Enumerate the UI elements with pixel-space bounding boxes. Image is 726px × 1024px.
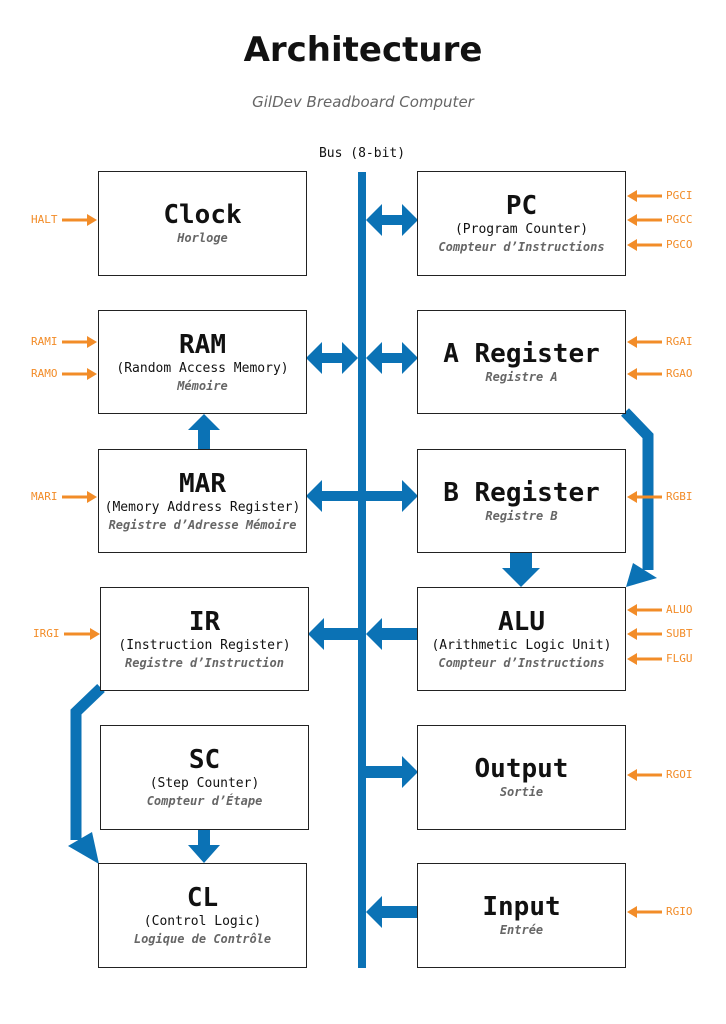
signal-label-irgi: IRGI: [33, 627, 60, 640]
ram-full: (Random Access Memory): [116, 360, 289, 376]
rgio-signal-head: [627, 906, 637, 918]
areg-fr: Registre A: [485, 369, 558, 384]
breg-fr: Registre B: [485, 508, 558, 523]
sc-full: (Step Counter): [149, 776, 260, 791]
bus-line: [358, 172, 366, 968]
mar-full: (Memory Address Register): [104, 499, 301, 515]
rgoi-signal-head: [627, 769, 637, 781]
clock-fr: Horloge: [177, 231, 228, 245]
signal-label-pgci: PGCI: [666, 189, 693, 202]
clock-name: Clock: [163, 200, 242, 230]
mar-name: MAR: [179, 468, 226, 499]
input-to-bus-arrow: [366, 896, 418, 928]
alu-fr: Compteur d’Instructions: [438, 655, 605, 670]
mar-box: MAR (Memory Address Register) Registre d…: [98, 449, 307, 553]
halt-signal-head: [87, 214, 97, 226]
clock-box: Clock Horloge: [98, 171, 307, 276]
pgcc-signal-head: [627, 214, 637, 226]
ram-box: RAM (Random Access Memory) Mémoire: [98, 310, 307, 414]
input-box: Input Entrée: [417, 863, 626, 968]
sc-to-cl-arrow: [188, 829, 220, 863]
signal-label-pgco: PGCO: [666, 238, 693, 251]
input-fr: Entrée: [499, 923, 544, 937]
ir-fr: Registre d’Instruction: [125, 655, 284, 670]
signal-label-aluo: ALUO: [666, 603, 693, 616]
signal-label-halt: HALT: [31, 213, 58, 226]
flgu-signal-head: [627, 653, 637, 665]
cl-full: (Control Logic): [143, 914, 262, 929]
pgco-signal-head: [627, 239, 637, 251]
rgao-signal-head: [627, 368, 637, 380]
bus-to-output-arrow: [366, 756, 418, 788]
irgi-signal-head: [90, 628, 100, 640]
pc-box: PC (Program Counter) Compteur d’Instruct…: [417, 171, 626, 276]
ram-fr: Mémoire: [177, 378, 228, 393]
page-title: Architecture: [243, 30, 483, 70]
mari-signal-head: [87, 491, 97, 503]
rami-signal-head: [87, 336, 97, 348]
signal-label-rgao: RGAO: [666, 367, 693, 380]
sc-fr: Compteur d’Étape: [146, 794, 263, 808]
areg-to-alu-line: [621, 408, 654, 570]
sc-name: SC: [188, 745, 221, 775]
bus-to-ir-arrow: [308, 618, 358, 650]
areg-name: A Register: [443, 338, 600, 369]
breg-box: B Register Registre B: [417, 449, 626, 553]
alu-name: ALU: [498, 606, 545, 637]
ir-to-cl-head: [68, 832, 99, 864]
areg-box: A Register Registre A: [417, 310, 626, 414]
signal-label-flgu: FLGU: [666, 652, 693, 665]
rgai-signal-head: [627, 336, 637, 348]
signal-label-ramo: RAMO: [31, 367, 58, 380]
pc-fr: Compteur d’Instructions: [438, 240, 605, 254]
pc-bus-arrow: [366, 204, 418, 236]
input-name: Input: [482, 892, 561, 922]
sc-box: SC (Step Counter) Compteur d’Étape: [100, 725, 309, 830]
signal-label-mari: MARI: [31, 490, 58, 503]
signal-label-subt: SUBT: [666, 627, 693, 640]
ir-full: (Instruction Register): [118, 637, 291, 653]
ir-name: IR: [188, 606, 221, 637]
aluo-signal-head: [627, 604, 637, 616]
output-name: Output: [474, 754, 569, 784]
signal-label-rgoi: RGOI: [666, 768, 693, 781]
signal-label-pgcc: PGCC: [666, 213, 693, 226]
ir-box: IR (Instruction Register) Registre d’Ins…: [100, 587, 309, 691]
areg-bus-arrow: [366, 342, 418, 374]
signal-label-rgai: RGAI: [666, 335, 693, 348]
subt-signal-head: [627, 628, 637, 640]
signal-label-rgio: RGIO: [666, 905, 693, 918]
alu-to-bus-arrow: [366, 618, 418, 650]
rgbi-signal-head: [627, 491, 637, 503]
ram-name: RAM: [179, 329, 226, 360]
cl-fr: Logique de Contrôle: [133, 932, 272, 946]
mar-fr: Registre d’Adresse Mémoire: [108, 517, 297, 532]
signal-label-rgbi: RGBI: [666, 490, 693, 503]
page-subtitle: GilDev Breadboard Computer: [252, 93, 474, 111]
cl-box: CL (Control Logic) Logique de Contrôle: [98, 863, 307, 968]
breg-to-alu-arrow: [502, 552, 540, 587]
output-box: Output Sortie: [417, 725, 626, 830]
pgci-signal-head: [627, 190, 637, 202]
ir-to-cl-line: [70, 684, 105, 840]
signal-arrows: [62, 190, 662, 918]
ramo-signal-head: [87, 368, 97, 380]
cl-name: CL: [186, 883, 219, 913]
signal-label-rami: RAMI: [31, 335, 58, 348]
mar-bus-breg-arrow: [306, 480, 418, 512]
mar-to-ram-arrow: [188, 414, 220, 449]
pc-name: PC: [505, 191, 538, 221]
ram-bus-arrow: [306, 342, 358, 374]
bus-label: Bus (8-bit): [318, 146, 406, 161]
alu-box: ALU (Arithmetic Logic Unit) Compteur d’I…: [417, 587, 626, 691]
areg-to-alu-head: [626, 563, 657, 587]
output-fr: Sortie: [499, 785, 544, 799]
breg-name: B Register: [443, 477, 600, 508]
alu-full: (Arithmetic Logic Unit): [431, 637, 612, 653]
pc-full: (Program Counter): [454, 222, 589, 237]
